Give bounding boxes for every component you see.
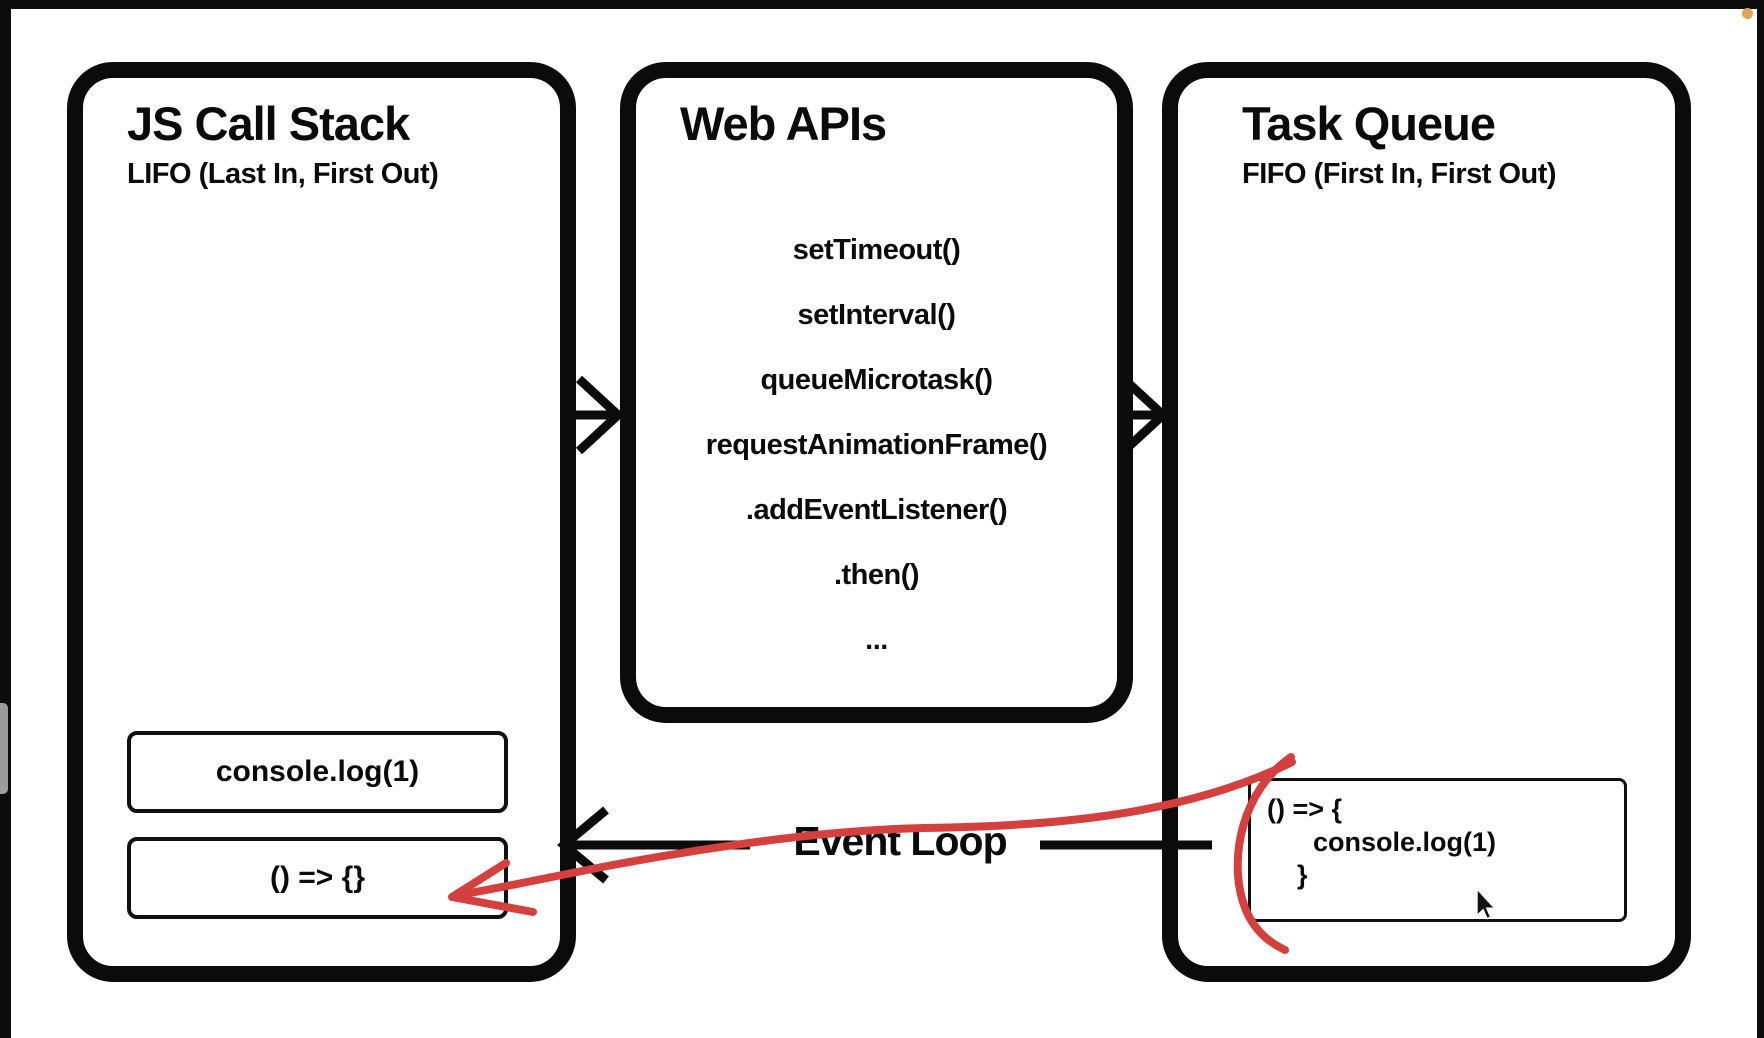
stack-frame-callback: () => {} <box>127 837 508 919</box>
call-stack-panel: JS Call Stack LIFO (Last In, First Out) … <box>67 62 576 982</box>
web-apis-header: Web APIs <box>680 97 887 151</box>
code-line-3: } <box>1297 860 1308 890</box>
task-queue-title: Task Queue <box>1242 97 1496 150</box>
api-item-setinterval: setInterval() <box>797 299 956 331</box>
top-letterbox-strip <box>0 0 1764 9</box>
web-apis-title: Web APIs <box>680 97 887 150</box>
task-queue-code-box: () => { console.log(1) } <box>1248 778 1627 922</box>
right-letterbox-strip <box>1757 0 1764 1038</box>
code-line-2: console.log(1) <box>1313 827 1497 857</box>
api-item-requestanimationframe: requestAnimationFrame() <box>705 429 1048 461</box>
event-loop-label: Event Loop <box>793 818 1007 864</box>
task-queue-header: Task Queue FIFO (First In, First Out) <box>1242 97 1557 191</box>
api-item-settimeout: setTimeout() <box>792 234 961 266</box>
task-queue-panel: Task Queue FIFO (First In, First Out) ()… <box>1162 62 1691 982</box>
task-queue-subtitle: FIFO (First In, First Out) <box>1242 157 1557 190</box>
api-item-then: .then() <box>833 559 920 591</box>
code-line-1: () => { <box>1267 794 1343 824</box>
scrollbar-thumb[interactable] <box>0 703 8 794</box>
call-stack-title: JS Call Stack <box>127 97 410 150</box>
web-apis-list: setTimeout() setInterval() queueMicrotas… <box>636 218 1117 673</box>
call-stack-subtitle: LIFO (Last In, First Out) <box>127 157 439 190</box>
orange-indicator-dot <box>1742 8 1753 19</box>
stack-frame-console-log: console.log(1) <box>127 731 508 813</box>
left-letterbox-strip <box>0 0 11 1038</box>
web-apis-panel: Web APIs setTimeout() setInterval() queu… <box>620 62 1133 723</box>
api-item-ellipsis: ... <box>865 624 888 656</box>
arrow-callstack-to-webapis <box>575 375 625 455</box>
call-stack-header: JS Call Stack LIFO (Last In, First Out) <box>127 97 439 191</box>
api-item-queuemicrotask: queueMicrotask() <box>760 364 993 396</box>
api-item-addeventlistener: .addEventListener() <box>745 494 1008 526</box>
